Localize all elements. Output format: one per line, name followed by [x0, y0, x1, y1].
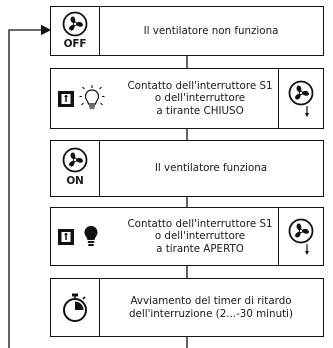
step-switch-open: Contatto dell'interruttore S1 o dell'int… [50, 207, 324, 266]
wall-switch-icon [58, 91, 74, 107]
fan-icon [62, 11, 88, 37]
step-timer-start: Avviamento del timer di ritardo dell'int… [50, 278, 324, 337]
wall-switch-icon [58, 229, 74, 245]
lamp-off-icon [84, 226, 98, 246]
step-text-fan-on: Il ventilatore funziona [154, 162, 268, 175]
fan-state-on-label: ON [66, 175, 84, 187]
fan-on-icon-cell: ON [51, 141, 100, 196]
switch-open-icon-cell [51, 208, 121, 265]
stopwatch-icon [63, 293, 87, 322]
step-fan-off: OFF Il ventilatore non funziona [50, 6, 324, 56]
fan-running-arrow-icon [288, 80, 314, 117]
lamp-on-icon [79, 85, 105, 109]
timer-icon-cell [51, 279, 100, 336]
step-text-switch-open: Contatto dell'interruttore S1 o dell'int… [127, 217, 273, 255]
step-text-timer-start: Avviamento del timer di ritardo dell'int… [128, 295, 294, 320]
fan-running-icon-cell [278, 69, 323, 128]
fan-icon [62, 147, 88, 173]
step-text-switch-closed: Contatto dell'interruttore S1 o dell'int… [127, 79, 273, 117]
switch-closed-icon-cell [51, 69, 121, 128]
step-text-fan-off: Il ventilatore non funziona [143, 24, 279, 37]
fan-running-icon-cell [278, 208, 323, 265]
loop-back-line [8, 24, 52, 348]
step-switch-closed: Contatto dell'interruttore S1 o dell'int… [50, 68, 324, 129]
step-fan-on: ON Il ventilatore funziona [50, 140, 324, 197]
fan-running-arrow-icon [288, 218, 314, 255]
fan-off-icon-cell: OFF [51, 7, 100, 55]
fan-state-off-label: OFF [63, 38, 87, 50]
